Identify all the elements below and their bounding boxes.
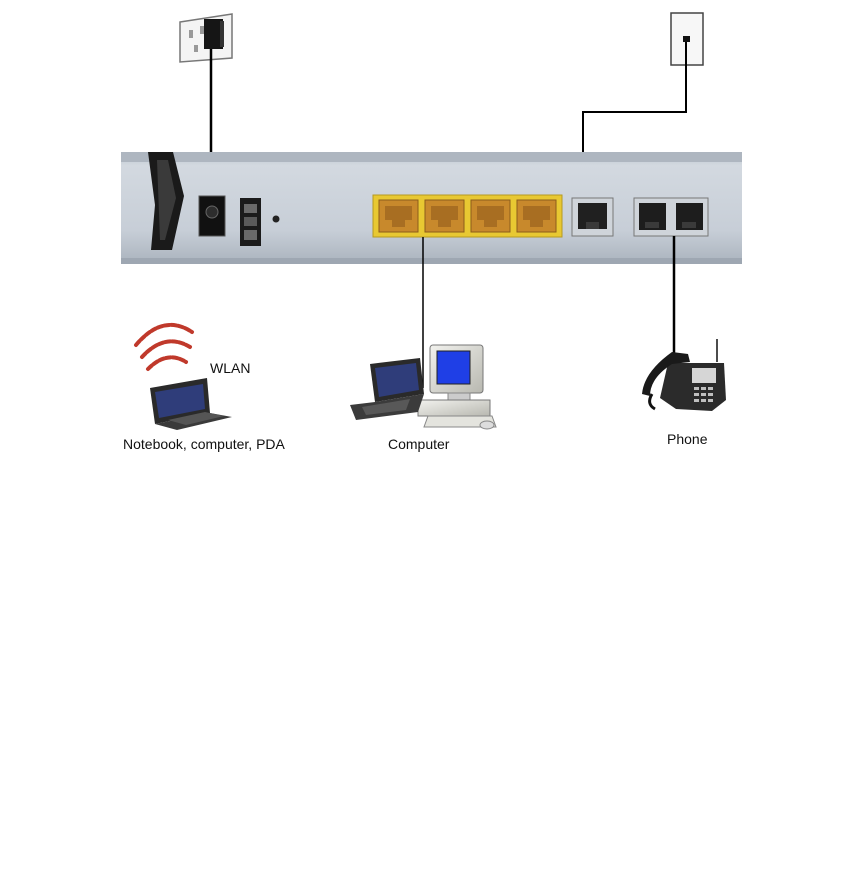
phone-label: Phone bbox=[667, 431, 707, 447]
wifi-signal-icon bbox=[136, 325, 192, 369]
phone-port-group bbox=[634, 198, 708, 236]
laptop-icon bbox=[350, 358, 424, 420]
wireless-devices-label: Notebook, computer, PDA bbox=[123, 436, 285, 452]
lan-port-icon bbox=[425, 200, 464, 232]
phone-port-icon bbox=[676, 203, 703, 230]
lan-port-icon bbox=[379, 200, 418, 232]
phone-port-icon bbox=[639, 203, 666, 230]
lan-port-icon bbox=[471, 200, 510, 232]
dsl-port-icon bbox=[572, 198, 613, 236]
lan-port-icon bbox=[517, 200, 556, 232]
wlan-label: WLAN bbox=[210, 360, 250, 376]
power-port-icon bbox=[199, 196, 225, 236]
lan-port-group bbox=[373, 195, 562, 237]
telephone-icon bbox=[642, 339, 726, 411]
power-adapter-icon bbox=[204, 19, 224, 49]
power-switch-icon bbox=[240, 198, 261, 246]
desktop-computer-icon bbox=[418, 345, 496, 429]
reset-button-icon bbox=[273, 216, 280, 223]
laptop-icon bbox=[150, 378, 232, 430]
computer-label: Computer bbox=[388, 436, 449, 452]
